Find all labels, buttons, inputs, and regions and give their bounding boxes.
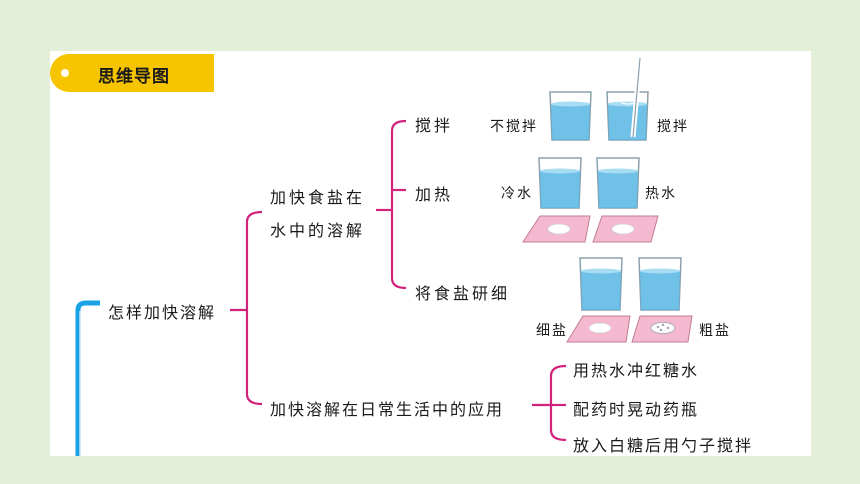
method-grind-label: 将食盐研细 — [415, 284, 511, 303]
method-heat-label: 加热 — [415, 185, 454, 204]
method-stir-label: 搅拌 — [415, 116, 454, 135]
application-item-1: 用热水冲红糖水 — [573, 361, 700, 380]
branch1-bracket — [376, 119, 407, 290]
plate-fine-salt — [566, 315, 631, 343]
plate-coarse-salt — [631, 315, 693, 343]
beaker-coarse-salt — [638, 257, 682, 311]
stirring-rod — [630, 57, 643, 138]
beaker-fine-salt — [579, 257, 623, 311]
caption-fine-salt: 细盐 — [536, 323, 568, 339]
beaker-hot-water — [596, 157, 640, 209]
root-node-label: 怎样加快溶解 — [108, 303, 217, 322]
caption-coarse-salt: 粗盐 — [699, 323, 731, 339]
beaker-cold-water — [538, 157, 582, 209]
beaker-unstirred — [549, 91, 592, 141]
application-item-3: 放入白糖后用勺子搅拌 — [573, 436, 754, 455]
section-tag: 思维导图 — [50, 54, 214, 92]
branch2-bracket — [532, 364, 567, 442]
branch1-label-line2: 水中的溶解 — [270, 221, 366, 240]
beaker-stirred — [606, 91, 649, 141]
level1-bracket — [230, 210, 263, 406]
caption-stirred: 搅拌 — [657, 119, 689, 135]
branch1-label-line1: 加快食盐在 — [270, 188, 366, 207]
bullet-dot-icon — [61, 69, 69, 77]
slide-canvas — [50, 51, 811, 456]
plate-cold — [522, 215, 591, 243]
caption-hot-water: 热水 — [645, 186, 677, 202]
root-branch-lines — [75, 300, 100, 456]
caption-unstirred: 不搅拌 — [490, 119, 538, 135]
plate-hot — [592, 215, 659, 243]
caption-cold-water: 冷水 — [501, 186, 533, 202]
application-item-2: 配药时晃动药瓶 — [573, 400, 700, 419]
branch2-label: 加快溶解在日常生活中的应用 — [270, 400, 505, 419]
section-title: 思维导图 — [98, 67, 170, 87]
